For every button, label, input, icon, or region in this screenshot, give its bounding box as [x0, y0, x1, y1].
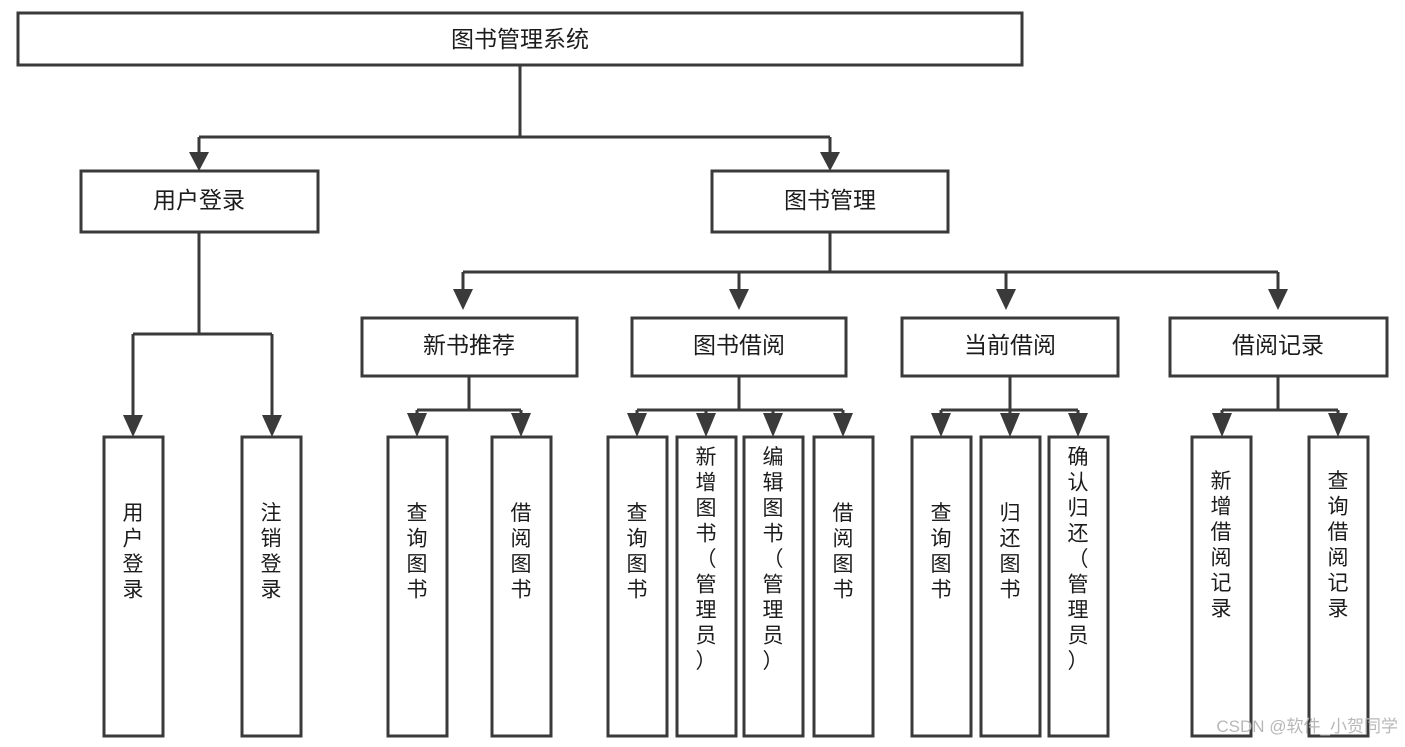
node-leaf-return-book[interactable]: 归还图书	[979, 435, 1042, 738]
node-leaf-user-login[interactable]: 用户登录	[102, 435, 165, 738]
node-new-book-recommend[interactable]: 新书推荐	[360, 316, 579, 378]
node-leaf-query-record[interactable]: 查询借阅记录	[1307, 435, 1370, 738]
node-leaf-query-book-2-label: 查询图书	[627, 502, 648, 602]
node-leaf-query-book-1[interactable]: 查询图书	[386, 435, 449, 738]
node-borrow-record-label: 借阅记录	[1232, 332, 1324, 358]
node-root-label: 图书管理系统	[451, 26, 589, 52]
node-leaf-add-record-label: 新增借阅记录	[1211, 470, 1232, 621]
node-current-borrow-label: 当前借阅	[964, 332, 1056, 358]
node-leaf-borrow-book-2-label: 借阅图书	[833, 502, 854, 602]
node-leaf-logout-login-label: 注销登录	[261, 502, 282, 602]
connector-book-management-to-level3	[453, 232, 1288, 310]
node-user-login[interactable]: 用户登录	[79, 169, 320, 234]
connector-book-borrow-to-leaves	[627, 376, 853, 437]
node-book-borrow-label: 图书借阅	[693, 332, 785, 358]
connector-borrow-record-to-leaves	[1212, 376, 1348, 437]
node-leaf-borrow-book-1[interactable]: 借阅图书	[490, 435, 553, 738]
node-book-borrow[interactable]: 图书借阅	[630, 316, 848, 378]
node-book-management-label: 图书管理	[784, 187, 876, 213]
node-leaf-confirm-return[interactable]: 确认归还（管理员）	[1047, 435, 1110, 738]
connector-new-book-recommend-to-leaves	[407, 376, 531, 437]
node-leaf-query-book-3[interactable]: 查询图书	[910, 435, 973, 738]
node-leaf-add-book[interactable]: 新增图书（管理员）	[675, 435, 738, 738]
watermark-label: CSDN @软件_小贺同学	[1216, 717, 1398, 736]
node-leaf-user-login-label: 用户登录	[123, 502, 144, 602]
node-user-login-label: 用户登录	[153, 187, 245, 213]
node-leaf-add-book-label: 新增图书（管理员）	[696, 446, 717, 673]
connector-root-to-level2	[189, 65, 840, 171]
node-leaf-query-book-1-label: 查询图书	[407, 502, 428, 602]
node-root[interactable]: 图书管理系统	[16, 11, 1024, 67]
node-book-management[interactable]: 图书管理	[710, 169, 950, 234]
node-leaf-borrow-book-1-label: 借阅图书	[511, 502, 532, 602]
node-leaf-confirm-return-label: 确认归还（管理员）	[1068, 446, 1089, 673]
node-leaf-edit-book[interactable]: 编辑图书（管理员）	[742, 435, 805, 738]
node-leaf-return-book-label: 归还图书	[1000, 502, 1021, 602]
connector-user-login-to-leaves	[123, 232, 282, 437]
node-leaf-logout-login[interactable]: 注销登录	[240, 435, 303, 738]
node-leaf-query-book-2[interactable]: 查询图书	[606, 435, 669, 738]
node-leaf-edit-book-label: 编辑图书（管理员）	[763, 446, 784, 673]
node-leaf-add-record[interactable]: 新增借阅记录	[1190, 435, 1253, 738]
connector-current-borrow-to-leaves	[931, 376, 1088, 437]
node-borrow-record[interactable]: 借阅记录	[1168, 316, 1389, 378]
node-new-book-recommend-label: 新书推荐	[423, 332, 515, 358]
node-leaf-borrow-book-2[interactable]: 借阅图书	[812, 435, 875, 738]
node-leaf-query-book-3-label: 查询图书	[931, 502, 952, 602]
node-leaf-query-record-label: 查询借阅记录	[1328, 470, 1349, 621]
node-current-borrow[interactable]: 当前借阅	[900, 316, 1120, 378]
